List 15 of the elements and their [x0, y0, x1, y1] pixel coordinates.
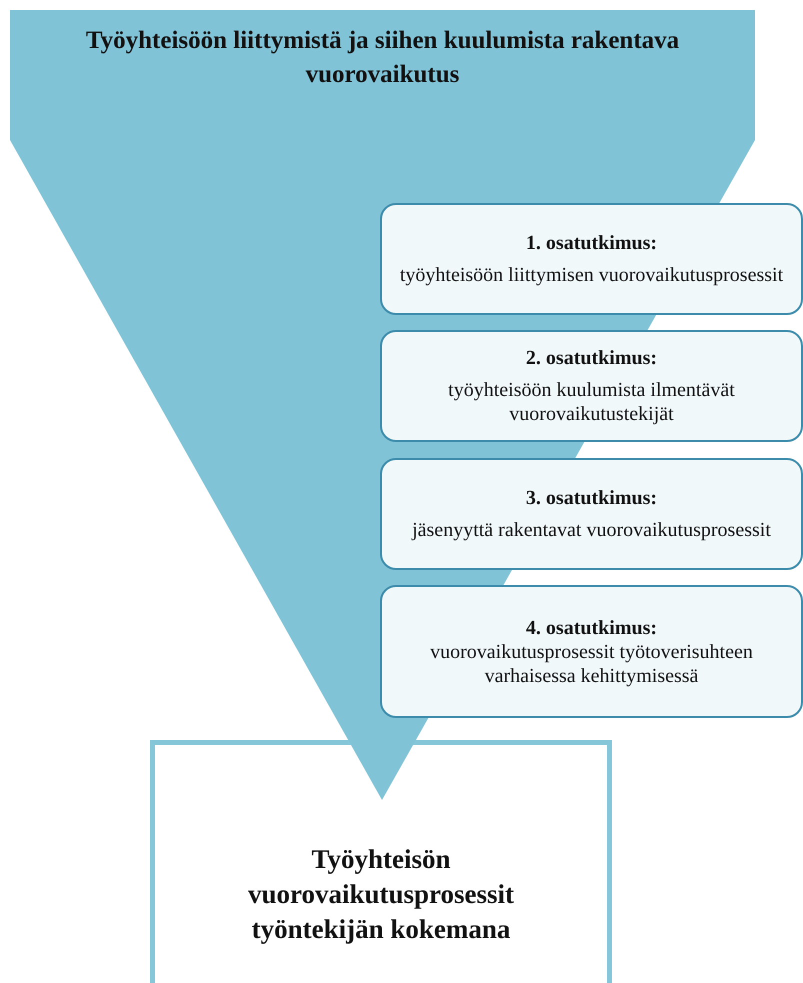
study-card — [380, 585, 803, 718]
study-card — [380, 203, 803, 315]
card-text: jäsenyyttä rakentavat vuorovaikutusprosessit — [410, 518, 772, 542]
card-text: työyhteisöön liittymisen vuorovaikutusprosessit — [398, 263, 784, 287]
card-text: vuorovaikutusprosessit työtoverisuhteen varhaisessa kehittymisessä — [429, 640, 754, 688]
card-heading: 1. osatutkimus: — [524, 231, 658, 255]
funnel-heading: Työyhteisöön liittymistä ja siihen kuulumista rakentava vuorovaikutus — [84, 26, 680, 90]
card-heading: 3. osatutkimus: — [524, 486, 658, 510]
result-box — [150, 740, 612, 983]
result-text: Työyhteisön vuorovaikutusprosessit työntekijän kokemana — [246, 842, 516, 946]
card-heading: 4. osatutkimus: — [524, 616, 658, 640]
card-text: työyhteisöön kuulumista ilmentävät vuorovaikutustekijät — [447, 378, 736, 426]
card-heading: 2. osatutkimus: — [524, 346, 658, 370]
study-card — [380, 330, 803, 442]
study-card — [380, 458, 803, 570]
